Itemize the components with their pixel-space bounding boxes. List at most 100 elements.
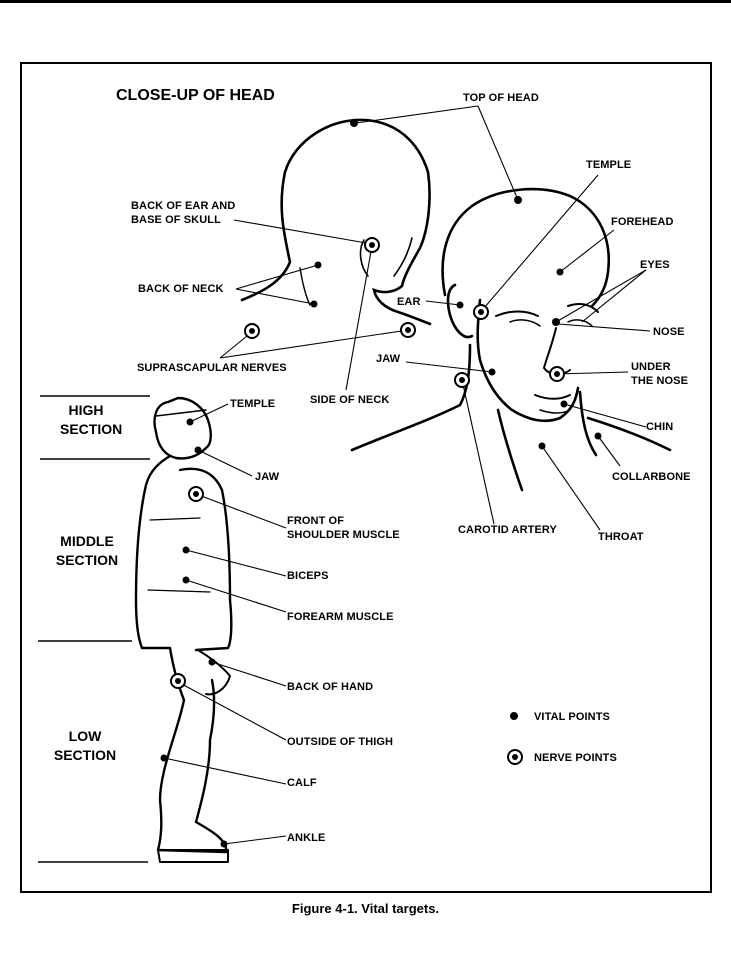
label-collarbone: COLLARBONE — [612, 471, 691, 483]
leader-ear — [425, 300, 461, 306]
label-suprascapular-nerves: SUPRASCAPULAR NERVES — [137, 362, 287, 374]
label-ankle: ANKLE — [287, 832, 326, 844]
label-outside-of-thigh: OUTSIDE OF THIGH — [287, 736, 394, 748]
low-section-line-2: SECTION — [53, 747, 117, 763]
vital-point-jaw-head — [488, 368, 496, 376]
label-temple-head: TEMPLE — [586, 159, 632, 171]
vital-point-eyes — [552, 318, 560, 326]
nerve-point-suprascapular-right — [400, 322, 416, 338]
leader-back-of-ear — [233, 219, 373, 245]
figure-caption: Figure 4-1. Vital targets. — [291, 901, 440, 916]
label-under-the-nose: UNDER THE NOSE — [631, 360, 688, 388]
label-back-of-hand: BACK OF HAND — [287, 681, 374, 693]
middle-section-line-1: MIDDLE — [60, 533, 114, 549]
leader-biceps — [185, 549, 287, 577]
back-head-drawing — [240, 118, 432, 326]
label-jaw-body: JAW — [255, 471, 280, 483]
leader-collarbone — [597, 435, 621, 467]
leader-eyes-left — [555, 269, 647, 323]
high-section-line-1: HIGH — [68, 402, 104, 418]
leader-front-shoulder — [195, 493, 287, 529]
label-front-of-shoulder-line-2: SHOULDER MUSCLE — [287, 529, 400, 541]
vital-point-throat — [538, 442, 546, 450]
high-section-label: HIGH SECTION — [60, 401, 123, 439]
leader-suprascapular-right — [219, 329, 409, 359]
nerve-point-suprascapular-left — [244, 323, 260, 339]
label-back-of-ear-line-2: BASE OF SKULL — [131, 214, 221, 226]
vital-point-body-temple — [186, 418, 194, 426]
leader-side-of-neck — [345, 245, 373, 391]
leader-top-of-head-front — [477, 105, 519, 201]
nerve-point-back-of-ear — [364, 237, 380, 253]
label-jaw-head: JAW — [376, 353, 401, 365]
leader-lines — [163, 105, 651, 845]
label-temple-body: TEMPLE — [230, 398, 276, 410]
label-throat: THROAT — [598, 531, 644, 543]
leader-jaw-head — [405, 361, 493, 373]
leader-back-of-neck-upper — [235, 264, 319, 290]
label-chin: CHIN — [646, 421, 674, 433]
leader-eyes-right — [581, 269, 647, 323]
legend-vital-dot — [510, 712, 518, 720]
label-forearm-muscle: FOREARM MUSCLE — [287, 611, 394, 623]
leader-ankle — [223, 835, 287, 845]
front-face-drawing — [350, 187, 672, 492]
low-section-line-1: LOW — [68, 728, 102, 744]
leader-temple — [483, 174, 599, 309]
vital-point-calf — [160, 754, 168, 762]
nerve-point-outside-thigh — [170, 673, 186, 689]
label-back-of-neck: BACK OF NECK — [138, 283, 224, 295]
label-top-of-head: TOP OF HEAD — [463, 92, 539, 104]
leader-body-jaw — [197, 449, 253, 477]
label-biceps: BICEPS — [287, 570, 329, 582]
leader-chin — [563, 403, 647, 428]
vital-point-markers — [160, 119, 602, 848]
legend-nerve-ring — [507, 749, 523, 765]
label-side-of-neck: SIDE OF NECK — [310, 394, 390, 406]
leader-top-of-head-back — [355, 105, 479, 124]
label-back-of-ear: BACK OF EAR AND BASE OF SKULL — [131, 199, 235, 227]
low-section-label: LOW SECTION — [52, 727, 118, 765]
figure-frame — [20, 62, 712, 893]
label-forehead: FOREHEAD — [611, 216, 674, 228]
vital-point-back-of-neck-upper — [314, 261, 322, 269]
leader-carotid — [461, 379, 495, 525]
vital-point-top-of-head-back — [350, 119, 358, 127]
vital-point-forehead — [556, 268, 564, 276]
leader-under-the-nose — [555, 371, 629, 375]
nerve-point-temple — [473, 304, 489, 320]
vital-point-ankle — [220, 840, 228, 848]
nerve-point-carotid — [454, 372, 470, 388]
label-back-of-ear-line-1: BACK OF EAR AND — [131, 200, 236, 212]
vital-point-ear — [456, 301, 464, 309]
nerve-point-front-shoulder — [188, 486, 204, 502]
vital-point-biceps — [182, 546, 190, 554]
leader-forearm — [185, 579, 287, 613]
label-under-the-nose-line-2: THE NOSE — [631, 375, 689, 387]
high-section-line-2: SECTION — [60, 421, 123, 437]
vital-point-top-of-head-front — [514, 196, 522, 204]
label-under-the-nose-line-1: UNDER — [631, 361, 671, 373]
vital-point-body-jaw — [194, 446, 202, 454]
legend-nerve-points-label: NERVE POINTS — [534, 752, 617, 764]
nerve-point-under-the-nose — [549, 366, 565, 382]
vital-point-forearm — [182, 576, 190, 584]
leader-back-of-neck-lower — [235, 288, 315, 305]
leader-forehead — [559, 229, 615, 273]
label-ear: EAR — [397, 296, 421, 308]
label-eyes: EYES — [640, 259, 670, 271]
vital-point-chin — [560, 400, 568, 408]
soldier-figure-drawing — [134, 396, 233, 863]
label-front-of-shoulder: FRONT OF SHOULDER MUSCLE — [287, 514, 400, 542]
leader-throat — [541, 445, 601, 531]
diagram-title: CLOSE-UP OF HEAD — [116, 87, 275, 104]
label-front-of-shoulder-line-1: FRONT OF — [287, 515, 345, 527]
legend-vital-points-label: VITAL POINTS — [534, 711, 610, 723]
label-calf: CALF — [287, 777, 317, 789]
vital-point-collarbone — [594, 432, 602, 440]
leader-back-of-hand — [211, 661, 287, 687]
nerve-point-markers — [170, 237, 565, 765]
leader-outside-thigh — [177, 681, 287, 741]
leader-body-temple — [189, 403, 229, 423]
